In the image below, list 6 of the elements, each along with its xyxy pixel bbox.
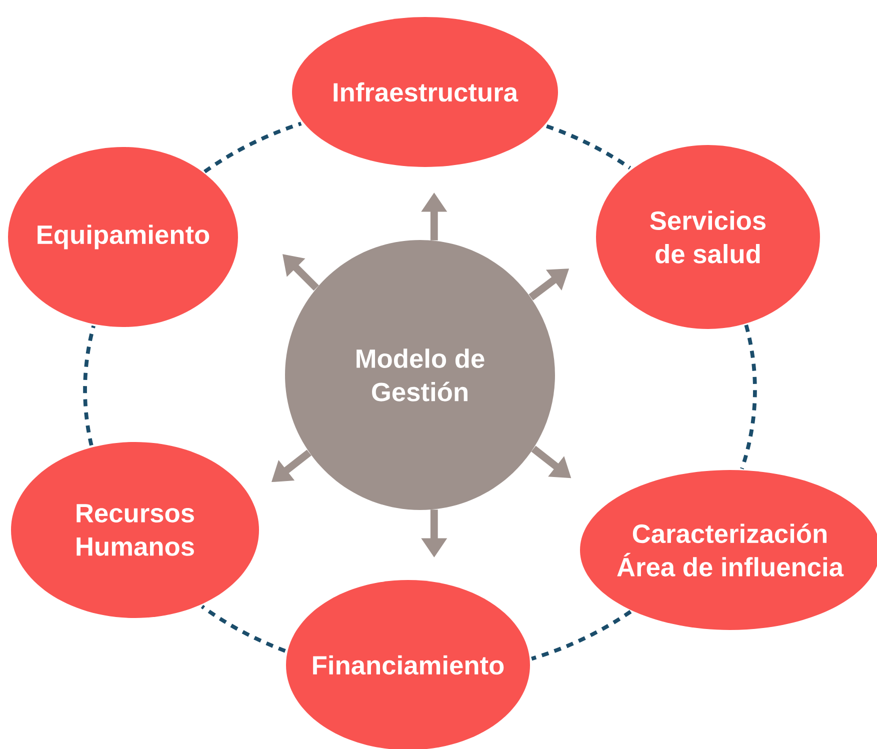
dashed-connector <box>531 610 632 661</box>
dashed-connector <box>83 325 96 446</box>
dashed-connector <box>740 324 757 470</box>
dashed-connector <box>200 604 286 653</box>
dashed-connector <box>204 122 302 174</box>
dashed-connector <box>546 124 632 170</box>
